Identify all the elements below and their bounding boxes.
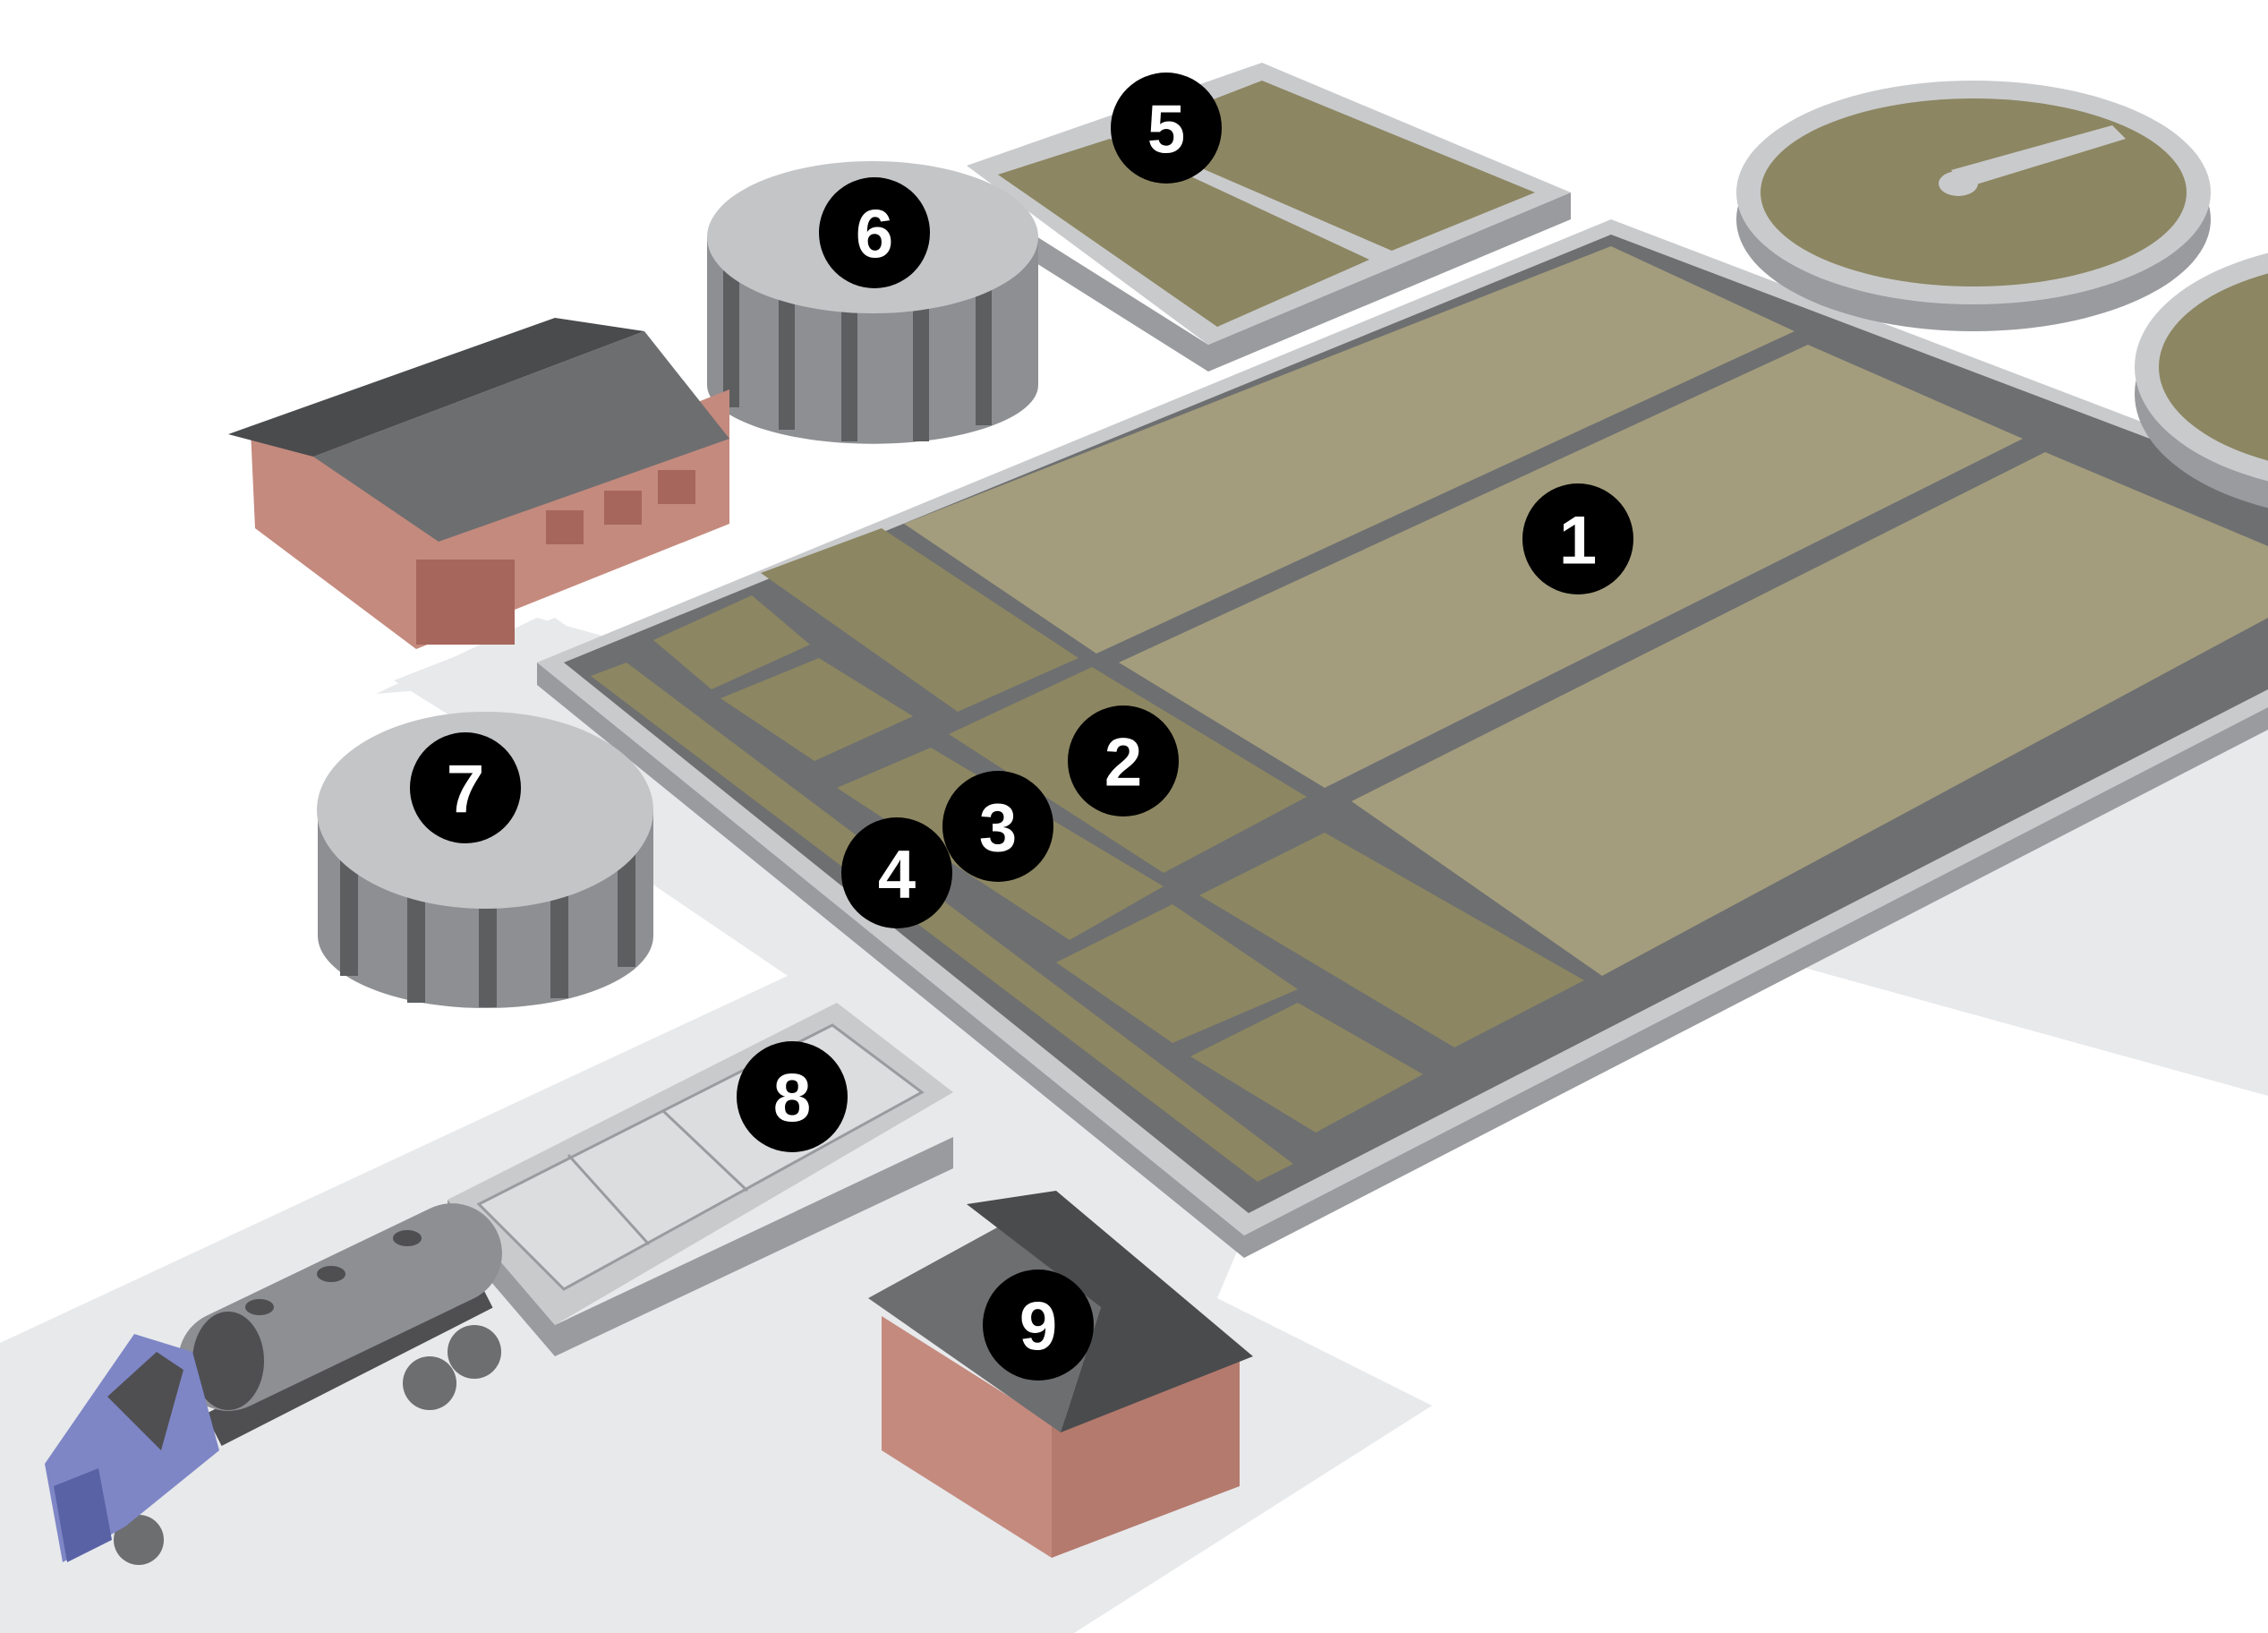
truck-wheel xyxy=(403,1356,456,1410)
clarifier-water xyxy=(1761,98,2187,286)
tank6-stripe xyxy=(723,269,739,407)
marker-9: 9 xyxy=(983,1270,1094,1381)
basin-outer-wall-front xyxy=(537,663,1244,1258)
inlet-channel xyxy=(591,663,1293,1182)
marker-1-disc xyxy=(1522,483,1633,594)
tank5-right xyxy=(1208,192,1571,372)
building-door xyxy=(416,560,515,645)
large-basin xyxy=(537,219,2268,1258)
tanker-truck xyxy=(45,1203,502,1565)
truck-tank-end xyxy=(192,1312,264,1410)
marker-3: 3 xyxy=(942,771,1053,882)
marker-8-label: 8 xyxy=(773,1061,811,1137)
truck-grille xyxy=(54,1468,112,1562)
marker-5-label: 5 xyxy=(1147,92,1185,168)
aeration-lane-c xyxy=(1351,452,2268,976)
truck-wheel xyxy=(448,1325,501,1379)
marker-8: 8 xyxy=(737,1041,848,1152)
marker-6-disc xyxy=(819,177,930,288)
tank7-stripe xyxy=(618,851,635,967)
truck-cab-window xyxy=(107,1352,183,1450)
main-building xyxy=(228,318,729,649)
bed-divider xyxy=(567,1153,651,1246)
building-window xyxy=(658,470,695,504)
marker-1: 1 xyxy=(1522,483,1633,594)
lower-cell-1 xyxy=(1056,904,1298,1043)
truck-hatch xyxy=(393,1230,422,1246)
tank7-stripe xyxy=(550,873,568,998)
marker-6: 6 xyxy=(819,177,930,288)
small-building-roof-right xyxy=(967,1191,1253,1432)
tank7-stripe xyxy=(340,851,358,976)
marker-7-label: 7 xyxy=(447,752,484,828)
lower-right-cell xyxy=(1199,833,1584,1047)
tank6-stripes xyxy=(723,269,992,441)
small-building-side xyxy=(1052,1352,1240,1558)
tank7-stripe xyxy=(479,882,497,1007)
tank6-stripe xyxy=(976,282,992,425)
markers: 1 2 3 4 5 6 7 8 xyxy=(410,73,1633,1381)
clarifier-bridge xyxy=(1951,125,2126,188)
marker-5: 5 xyxy=(1111,73,1222,184)
clarifier-right xyxy=(2135,252,2268,509)
marker-3-disc xyxy=(942,771,1053,882)
marker-2: 2 xyxy=(1068,705,1179,816)
tank7-stripes xyxy=(340,851,635,1007)
marker-6-label: 6 xyxy=(856,197,893,273)
marker-5-disc xyxy=(1111,73,1222,184)
truck-hatch xyxy=(317,1266,345,1282)
marker-4-disc xyxy=(841,817,952,928)
marker-2-disc xyxy=(1068,705,1179,816)
marker-2-label: 2 xyxy=(1104,725,1142,801)
bed-right xyxy=(555,1137,953,1356)
small-cell-2 xyxy=(720,658,913,761)
small-cell-1 xyxy=(653,595,810,689)
tank7-stripe xyxy=(407,873,425,1003)
upper-left-cell xyxy=(761,528,1079,712)
building-window xyxy=(546,510,584,544)
truck-wheel xyxy=(114,1515,164,1565)
marker-7: 7 xyxy=(410,732,521,843)
building-roof-left xyxy=(228,318,644,457)
clarifier-center xyxy=(1939,171,1978,196)
marker-7-disc xyxy=(410,732,521,843)
aeration-lane-a xyxy=(904,246,1795,654)
marker-4-label: 4 xyxy=(878,837,916,913)
marker-9-disc xyxy=(983,1270,1094,1381)
building-roof-front xyxy=(313,331,729,542)
lower-cell-2 xyxy=(1190,1003,1423,1133)
clarifier-right-water xyxy=(2159,273,2268,461)
marker-4: 4 xyxy=(841,817,952,928)
basin-outer-wall-right xyxy=(1244,707,2268,1258)
tank5-water-left xyxy=(998,139,1369,327)
marker-3-label: 3 xyxy=(979,791,1017,867)
tank6-stripe xyxy=(841,294,857,441)
building-window xyxy=(604,491,642,525)
bed-divider xyxy=(661,1108,749,1193)
tank6-stripe xyxy=(779,286,795,430)
truck-hatch xyxy=(245,1299,274,1315)
small-building-front xyxy=(882,1316,1052,1558)
marker-9-label: 9 xyxy=(1019,1289,1057,1365)
tank5-water-right xyxy=(1123,81,1535,251)
clarifier-upper xyxy=(1736,81,2211,331)
tank6-stripe xyxy=(913,294,929,441)
marker-8-disc xyxy=(737,1041,848,1152)
marker-1-label: 1 xyxy=(1559,503,1597,579)
